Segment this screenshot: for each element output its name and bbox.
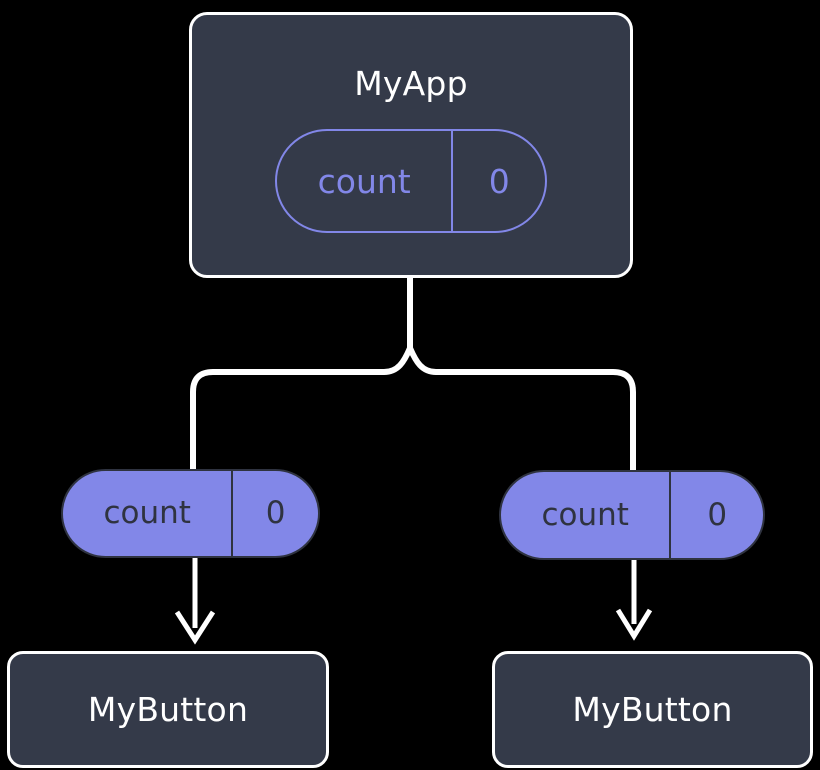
arrow-head-right-icon xyxy=(615,608,653,641)
component-title-mybutton: MyButton xyxy=(87,690,249,729)
component-node-mybutton-left[interactable]: MyButton xyxy=(7,651,329,768)
edge-branch-right xyxy=(407,346,636,472)
state-pill-key: count xyxy=(541,496,629,533)
arrow-head-left-icon xyxy=(174,610,216,645)
state-pill-key: count xyxy=(317,161,411,201)
state-pill-child-right-count[interactable]: count 0 xyxy=(499,470,765,560)
state-pill-key: count xyxy=(103,495,191,531)
component-title-mybutton: MyButton xyxy=(572,690,733,729)
state-pill-myapp-count[interactable]: count 0 xyxy=(275,129,547,233)
state-pill-child-left-count[interactable]: count 0 xyxy=(61,469,320,558)
state-pill-value: 0 xyxy=(669,472,763,558)
state-pill-value: 0 xyxy=(231,471,318,556)
component-node-mybutton-right[interactable]: MyButton xyxy=(492,651,813,768)
edge-branch-left xyxy=(190,346,413,472)
state-pill-value: 0 xyxy=(451,131,545,231)
component-title-myapp: MyApp xyxy=(354,64,468,103)
